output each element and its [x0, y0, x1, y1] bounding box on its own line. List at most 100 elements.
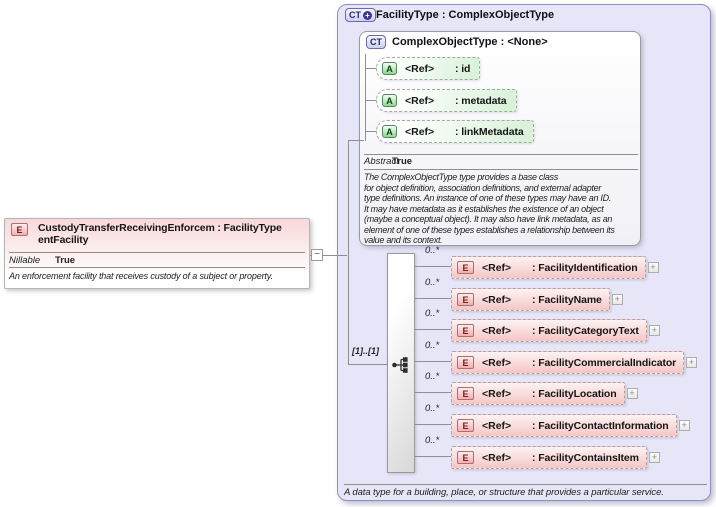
- element-name: : FacilityCategoryText: [532, 324, 639, 337]
- element-row-box[interactable]: E <Ref> : FacilityName: [451, 288, 610, 311]
- node-title-line2: entFacility: [38, 234, 89, 246]
- element-icon: E: [457, 356, 474, 369]
- type-node-facility-type[interactable]: CT+ FacilityType : ComplexObjectType CT …: [337, 4, 711, 501]
- ref-label: <Ref>: [405, 125, 435, 138]
- sequence-icon[interactable]: [391, 356, 413, 374]
- node-title-line1: CustodyTransferReceivingEnforcem : Facil…: [38, 222, 282, 234]
- element-name: : FacilityCommercialIndicator: [532, 356, 677, 369]
- connector-line: [365, 54, 366, 141]
- element-icon: E: [457, 387, 474, 400]
- attribute-name: : id: [455, 62, 471, 75]
- element-name: : FacilityIdentification: [532, 261, 638, 274]
- element-name: : FacilityName: [532, 293, 602, 306]
- cardinality-label: 0..*: [425, 435, 440, 446]
- expand-toggle[interactable]: +: [686, 357, 698, 368]
- connector-line: [365, 100, 378, 101]
- complex-type-icon-label: CT: [370, 37, 382, 47]
- cardinality-label: 0..*: [425, 371, 440, 382]
- collapse-toggle[interactable]: −: [311, 249, 323, 261]
- ref-label: <Ref>: [482, 419, 512, 432]
- element-node-custody-transfer-receiving-enforcement-facility[interactable]: E CustodyTransferReceivingEnforcem : Fac…: [4, 218, 310, 289]
- attribute-node-metadata[interactable]: A <Ref> : metadata: [376, 89, 517, 112]
- complex-type-icon-label: CT: [349, 10, 361, 20]
- plus-badge-icon: +: [363, 10, 372, 20]
- expand-toggle[interactable]: +: [647, 262, 659, 273]
- divider-line: [9, 252, 305, 253]
- divider-line: [344, 484, 707, 485]
- cardinality-label: 0..*: [425, 277, 440, 288]
- complex-type-icon: CT: [366, 35, 386, 49]
- element-row-box[interactable]: E <Ref> : FacilityLocation: [451, 382, 625, 405]
- cardinality-label: 0..*: [425, 245, 440, 256]
- connector-line: [348, 364, 387, 365]
- element-node-facility-location[interactable]: E <Ref> : FacilityLocation +: [451, 382, 638, 405]
- divider-line: [364, 154, 638, 155]
- element-icon: E: [457, 324, 474, 337]
- connector-line: [348, 140, 349, 364]
- ref-label: <Ref>: [405, 94, 435, 107]
- divider-line: [364, 169, 638, 170]
- element-row-box[interactable]: E <Ref> : FacilityCommercialIndicator: [451, 351, 685, 374]
- ref-label: <Ref>: [482, 451, 512, 464]
- abstract-label: Abstract: [364, 156, 399, 167]
- cardinality-label: 0..*: [425, 340, 440, 351]
- attribute-node-link-metadata[interactable]: A <Ref> : linkMetadata: [376, 120, 534, 143]
- element-node-facility-contact-information[interactable]: E <Ref> : FacilityContactInformation +: [451, 414, 690, 437]
- connector-line: [415, 424, 451, 425]
- base-type-annotation: The ComplexObjectType type provides a ba…: [364, 172, 615, 245]
- element-node-facility-contains-item[interactable]: E <Ref> : FacilityContainsItem +: [451, 446, 660, 469]
- element-icon: E: [457, 451, 474, 464]
- expand-toggle[interactable]: +: [626, 388, 638, 399]
- connector-line: [415, 266, 451, 267]
- connector-line: [415, 329, 451, 330]
- element-node-facility-name[interactable]: E <Ref> : FacilityName +: [451, 288, 623, 311]
- ref-label: <Ref>: [482, 356, 512, 369]
- attribute-icon: A: [382, 125, 397, 138]
- abstract-value: True: [392, 156, 413, 167]
- connector-line: [365, 68, 378, 69]
- expand-toggle[interactable]: +: [648, 325, 660, 336]
- attribute-icon: A: [382, 62, 397, 75]
- ref-label: <Ref>: [405, 62, 435, 75]
- connector-line: [348, 140, 364, 141]
- element-icon: E: [457, 261, 474, 274]
- element-name: : FacilityContainsItem: [532, 451, 639, 464]
- type-title: FacilityType : ComplexObjectType: [376, 9, 555, 21]
- connector-line: [365, 131, 378, 132]
- base-type-node-complex-object-type[interactable]: CT ComplexObjectType : <None> A <Ref> : …: [359, 31, 641, 246]
- element-node-facility-commercial-indicator[interactable]: E <Ref> : FacilityCommercialIndicator +: [451, 351, 698, 374]
- connector-line: [415, 392, 451, 393]
- element-icon: E: [11, 223, 28, 236]
- element-node-facility-identification[interactable]: E <Ref> : FacilityIdentification +: [451, 256, 659, 279]
- element-icon: E: [457, 293, 474, 306]
- element-row-box[interactable]: E <Ref> : FacilityCategoryText: [451, 319, 647, 342]
- connector-line: [415, 298, 451, 299]
- element-row-box[interactable]: E <Ref> : FacilityContactInformation: [451, 414, 677, 437]
- connector-line: [310, 255, 347, 256]
- expand-toggle[interactable]: +: [648, 452, 660, 463]
- attribute-name: : linkMetadata: [455, 125, 524, 138]
- element-annotation: An enforcement facility that receives cu…: [9, 271, 273, 281]
- attribute-node-id[interactable]: A <Ref> : id: [376, 57, 481, 80]
- attribute-icon: A: [382, 94, 397, 107]
- multiplicity-label: [1]..[1]: [352, 346, 379, 356]
- divider-line: [9, 267, 305, 268]
- base-type-title: ComplexObjectType : <None>: [392, 36, 548, 48]
- type-annotation: A data type for a building, place, or st…: [344, 487, 664, 498]
- ref-label: <Ref>: [482, 387, 512, 400]
- expand-toggle[interactable]: +: [678, 420, 690, 431]
- element-row-box[interactable]: E <Ref> : FacilityContainsItem: [451, 446, 647, 469]
- expand-toggle[interactable]: +: [611, 294, 623, 305]
- element-row-box[interactable]: E <Ref> : FacilityIdentification: [451, 256, 646, 279]
- connector-line: [415, 456, 451, 457]
- nillable-value: True: [55, 255, 76, 266]
- ref-label: <Ref>: [482, 261, 512, 274]
- element-node-facility-category-text[interactable]: E <Ref> : FacilityCategoryText +: [451, 319, 660, 342]
- element-icon: E: [457, 419, 474, 432]
- element-name: : FacilityLocation: [532, 387, 617, 400]
- ref-label: <Ref>: [482, 324, 512, 337]
- connector-line: [415, 361, 451, 362]
- complex-type-plus-icon: CT+: [345, 8, 376, 22]
- cardinality-label: 0..*: [425, 308, 440, 319]
